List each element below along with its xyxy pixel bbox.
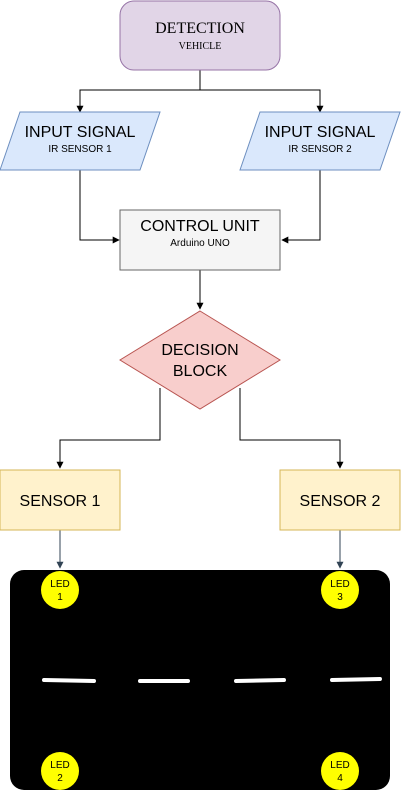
lane-dash	[234, 678, 286, 683]
decision-block-line1: DECISION	[161, 342, 238, 359]
connector-input2-to-control	[281, 170, 321, 244]
connectors	[56, 70, 344, 469]
sensor-connectors	[56, 530, 344, 569]
control-unit-subtitle: Arduino UNO	[170, 238, 230, 249]
sensor-1-node: SENSOR 1	[0, 469, 121, 531]
connector-input1-to-control	[79, 170, 120, 244]
led-4-line1: LED	[330, 760, 349, 771]
led-1: LED 1	[41, 571, 79, 609]
sensor-2-node: SENSOR 2	[279, 469, 401, 531]
led-1-line2: 1	[57, 592, 63, 603]
led-4-line2: 4	[337, 773, 343, 784]
led-2-line2: 2	[57, 773, 63, 784]
detection-node: DETECTION VEHICLE	[119, 0, 281, 71]
input-signal-2-subtitle: IR SENSOR 2	[288, 144, 352, 155]
road	[10, 570, 390, 790]
connector-decision-to-sensor1	[56, 388, 161, 469]
connector-detection-to-input2	[200, 89, 324, 113]
decision-block-node: DECISION BLOCK	[119, 310, 281, 410]
detection-title: DETECTION	[155, 20, 245, 37]
led-3-line2: 3	[337, 592, 343, 603]
lane-dash	[330, 677, 382, 682]
input-signal-2-title: INPUT SIGNAL	[265, 124, 376, 141]
led-2-line1: LED	[50, 760, 69, 771]
sensor-1-label: SENSOR 1	[20, 493, 101, 510]
led-4: LED 4	[321, 752, 359, 790]
decision-block-line2: BLOCK	[173, 363, 228, 380]
lane-markings	[42, 677, 382, 683]
input-signal-2-node: INPUT SIGNAL IR SENSOR 2	[239, 111, 401, 171]
input-signal-1-node: INPUT SIGNAL IR SENSOR 1	[0, 111, 161, 171]
control-unit-title: CONTROL UNIT	[140, 218, 260, 235]
connector-detection-to-input1	[76, 70, 201, 113]
input-signal-1-title: INPUT SIGNAL	[25, 124, 136, 141]
led-3: LED 3	[321, 571, 359, 609]
detection-subtitle: VEHICLE	[179, 41, 222, 52]
sensor-2-label: SENSOR 2	[300, 493, 381, 510]
connector-decision-to-sensor2	[239, 388, 344, 469]
input-signal-1-subtitle: IR SENSOR 1	[48, 144, 112, 155]
led-1-line1: LED	[50, 579, 69, 590]
led-2: LED 2	[41, 752, 79, 790]
control-unit-node: CONTROL UNIT Arduino UNO	[119, 209, 281, 271]
lane-dash	[42, 678, 96, 683]
led-3-line1: LED	[330, 579, 349, 590]
